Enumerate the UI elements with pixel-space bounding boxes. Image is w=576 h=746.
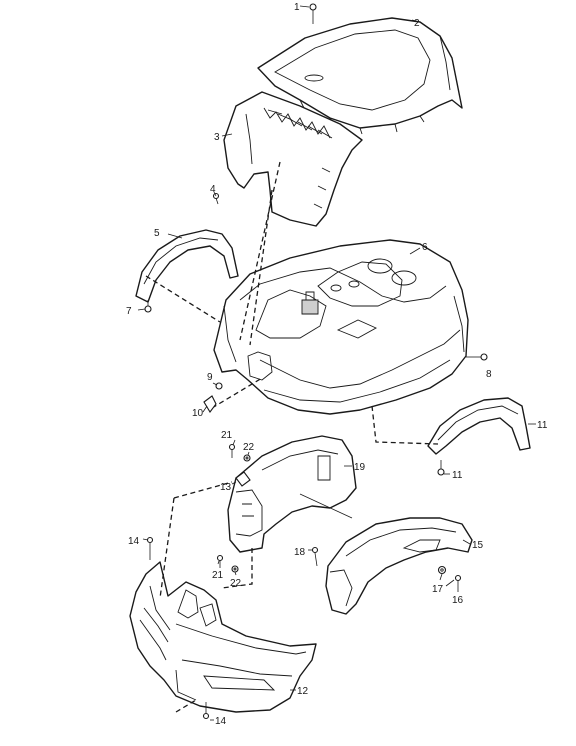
- callout-12: 12: [297, 686, 309, 697]
- screw-21-bottom-icon: [216, 554, 224, 568]
- callout-3: 10: [192, 408, 204, 419]
- part-12-rear-bumper: [129, 561, 317, 713]
- callout-9: 11: [537, 420, 548, 431]
- hardware: [144, 3, 488, 720]
- screw-5-icon: [215, 382, 223, 390]
- screw-18-icon: [311, 546, 319, 567]
- part-6-top-cover: [257, 17, 463, 135]
- callout-13: 13: [220, 482, 232, 493]
- callout-22-bottom: 22: [230, 578, 242, 589]
- assembly-lines: [145, 161, 439, 713]
- callout-8: 3: [214, 132, 220, 143]
- part-10-left-fender: [135, 229, 239, 303]
- callout-22-top: 22: [243, 442, 255, 453]
- screw-11-right-icon: [437, 460, 445, 476]
- clip-3-icon: [203, 395, 217, 413]
- callout-18: 18: [294, 547, 306, 558]
- part-15-right-inner-fender: [325, 517, 473, 615]
- callout-21-top: 21: [221, 430, 233, 441]
- callout-4: 4: [210, 184, 216, 195]
- callout-2: 8: [486, 369, 492, 380]
- callout-14-bottom: 14: [215, 716, 227, 727]
- screw-7-icon: [309, 3, 317, 24]
- callout-7: 1: [294, 2, 300, 13]
- callout-21-bottom: 21: [212, 570, 224, 581]
- callout-15: 15: [472, 540, 484, 551]
- callout-11-right: 11: [452, 470, 463, 481]
- part-19-inner-fender: [227, 435, 357, 553]
- callout-17: 17: [432, 584, 444, 595]
- callout-19: 19: [354, 462, 366, 473]
- callout-5: 9: [207, 372, 213, 383]
- washer-17-icon: [437, 565, 447, 575]
- screw-4-icon: [212, 192, 220, 205]
- washer-22-bottom-icon: [231, 565, 239, 573]
- screw-11-left-icon: [144, 300, 152, 313]
- part-8-front-panel: [223, 91, 363, 227]
- leader-lines: [137, 5, 536, 721]
- screw-14-bottom-icon: [202, 702, 210, 720]
- callout-14-top: 14: [128, 536, 140, 547]
- clip-13-icon: [235, 471, 251, 487]
- part-9-right-fender: [427, 397, 531, 455]
- callout-16: 16: [452, 595, 464, 606]
- callouts: 1 2 3 4 5 6 7 8 9 10 11 11 21 22 19 13 1…: [126, 2, 548, 727]
- callout-1: 6: [422, 242, 428, 253]
- washer-22-top-icon: [243, 454, 251, 462]
- screw-14-top-icon: [146, 536, 154, 560]
- callout-6: 2: [414, 18, 420, 29]
- callout-10: 5: [154, 228, 160, 239]
- screw-2-icon: [466, 353, 488, 361]
- part-1-main-body: [213, 239, 469, 415]
- screw-16-icon: [445, 574, 462, 587]
- callout-11-left: 7: [126, 306, 132, 317]
- screw-21-top-icon: [228, 443, 236, 458]
